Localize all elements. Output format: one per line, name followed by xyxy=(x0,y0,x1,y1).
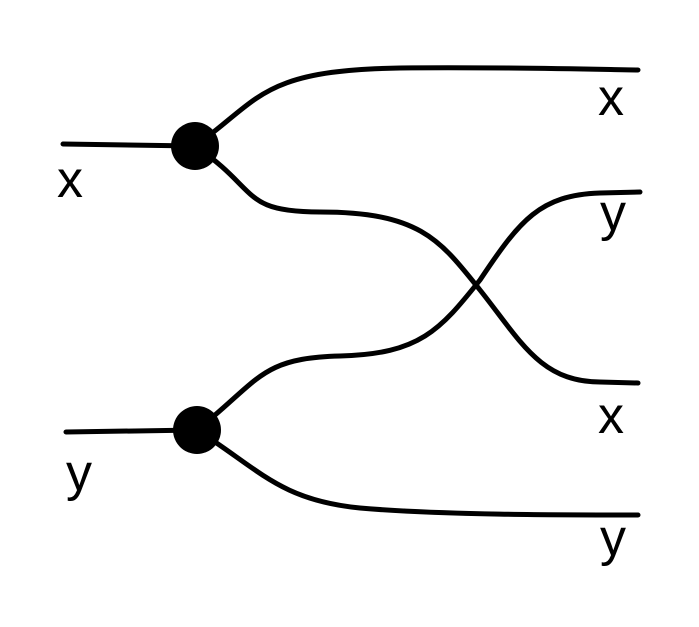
label-output-3: x xyxy=(598,387,624,445)
wire-y-to-bottom xyxy=(194,427,641,518)
label-output-1: x xyxy=(598,69,624,127)
copy-node-x xyxy=(171,122,219,170)
wire-x-to-third xyxy=(192,143,641,386)
label-input-x: x xyxy=(57,151,83,209)
label-output-2: y xyxy=(600,184,626,242)
wire-y-to-second xyxy=(194,189,643,433)
label-output-4: y xyxy=(600,509,626,567)
wire-x-to-top xyxy=(192,65,641,149)
label-input-y: y xyxy=(66,444,92,502)
copy-node-y xyxy=(173,406,221,454)
